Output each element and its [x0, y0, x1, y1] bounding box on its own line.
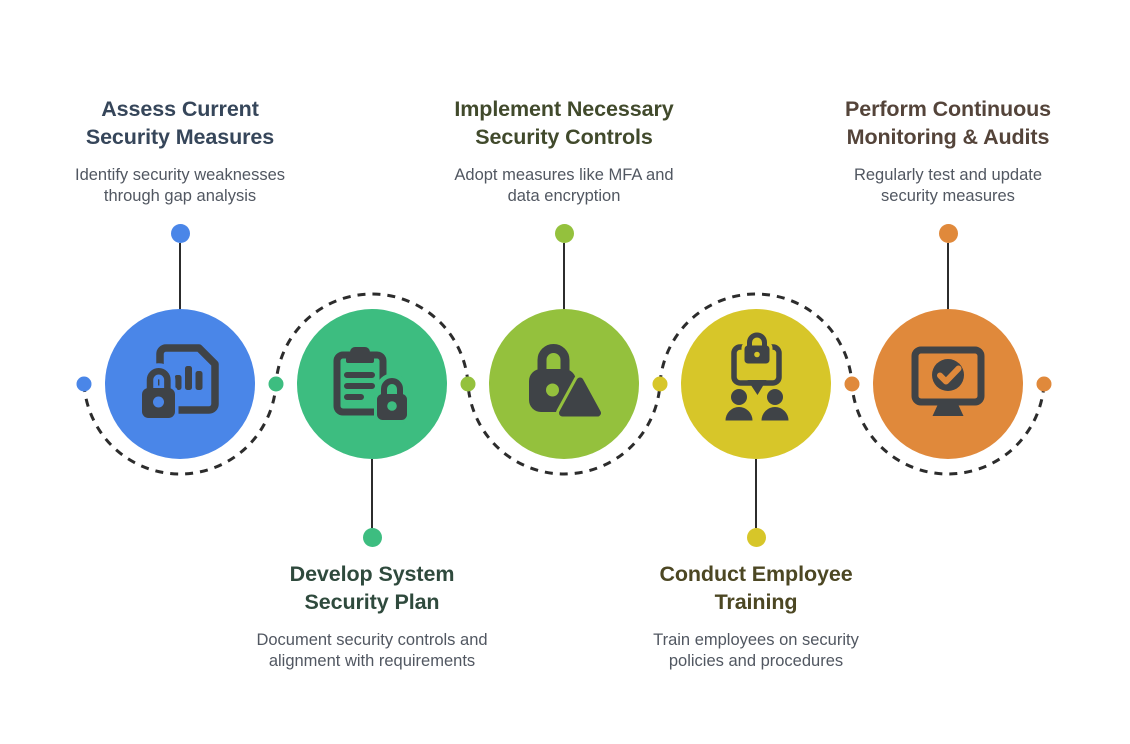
step-4-circle: [681, 309, 831, 459]
step-1-description: Identify security weaknesses through gap…: [74, 166, 285, 205]
step-4-stem-dot: [746, 528, 766, 547]
step-2-title: Develop System Security Plan: [289, 562, 455, 614]
step-1-stem-dot: [170, 224, 190, 243]
people-chat-lock-icon: [725, 328, 789, 421]
step-2-text-block: Develop System Security Plan Document se…: [212, 560, 532, 672]
dashed-path: [82, 292, 1046, 476]
step-3-text-block: Implement Necessary Security Controls Ad…: [404, 95, 724, 207]
step-3-description: Adopt measures like MFA and data encrypt…: [454, 166, 674, 205]
step-3-stem-dot: [554, 224, 574, 243]
step-2-circle: [297, 309, 447, 459]
rail-dot: [844, 376, 860, 392]
step-2-description: Document security controls and alignment…: [256, 631, 488, 670]
step-5-description: Regularly test and update security measu…: [853, 166, 1043, 205]
rail-dot: [1036, 376, 1052, 392]
step-5-title: Perform Continuous Monitoring & Audits: [844, 97, 1052, 149]
step-1-stem-line: [178, 243, 182, 310]
step-3-stem-line: [562, 243, 566, 310]
clipboard-lock-icon: [333, 347, 410, 423]
step-3-title: Implement Necessary Security Controls: [454, 97, 674, 149]
step-4-text-block: Conduct Employee Training Train employee…: [596, 560, 916, 672]
step-2-stem-dot: [362, 528, 382, 547]
step-5-circle: [873, 309, 1023, 459]
monitor-check-icon: [911, 346, 985, 416]
step-4-title: Conduct Employee Training: [659, 562, 853, 614]
step-2-stem-line: [370, 459, 374, 528]
step-4-stem-line: [754, 459, 758, 528]
rail-dot: [76, 376, 92, 392]
rail-dot: [268, 376, 284, 392]
step-3-circle: [489, 309, 639, 459]
rail-dot: [652, 376, 668, 392]
document-chart-lock-icon: [138, 344, 219, 422]
step-4-description: Train employees on security policies and…: [653, 631, 859, 670]
padlock-warning-icon: [529, 344, 604, 420]
step-5-stem-line: [946, 243, 950, 310]
rail-dot: [460, 376, 476, 392]
step-1-circle: [105, 309, 255, 459]
step-5-text-block: Perform Continuous Monitoring & Audits R…: [788, 95, 1108, 207]
step-1-title: Assess Current Security Measures: [85, 97, 275, 149]
step-1-text-block: Assess Current Security Measures Identif…: [20, 95, 340, 207]
step-5-stem-dot: [938, 224, 958, 243]
